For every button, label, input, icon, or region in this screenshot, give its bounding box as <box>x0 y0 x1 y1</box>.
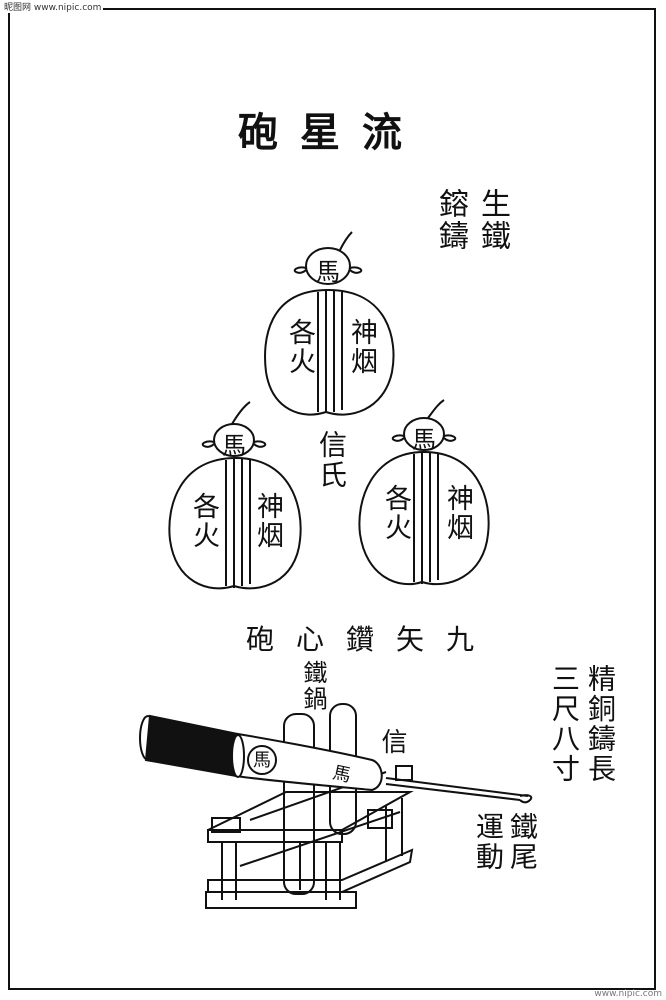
shell-top-left-label: 各火 <box>284 318 315 376</box>
barrel-mark-1: 馬 <box>253 750 271 771</box>
cannon-tail-col1: 鐵尾 <box>506 812 539 872</box>
cannon <box>139 703 533 909</box>
watermark-top: 昵图网 www.nipic.com <box>2 0 104 13</box>
material-note-col2: 鎔鑄 <box>433 188 468 252</box>
cannon-iron-pin-label: 鐵鍋 <box>299 660 327 712</box>
shell-left-cap: 馬 <box>222 432 246 460</box>
shell-top-right-label: 神烟 <box>346 318 377 376</box>
shell-right-left-label: 各火 <box>380 484 411 542</box>
cannon-tail-col2: 運動 <box>472 812 505 872</box>
cannon-spec-col1: 精銅鑄長 <box>584 664 617 784</box>
shell-bottom-right <box>358 399 490 586</box>
shell-right-cap: 馬 <box>412 426 436 454</box>
page-title: 流星砲 <box>238 109 424 156</box>
cannon-fuse-label: 信 <box>377 728 407 756</box>
cannon-spec-col2: 三尺八寸 <box>548 664 581 784</box>
shell-left-left-label: 各火 <box>188 492 219 550</box>
cannon-title: 九矢鑽心砲 <box>246 623 497 656</box>
watermark-bottom: www.nipic.com <box>594 989 662 999</box>
shell-top <box>264 231 395 416</box>
shell-left-right-label: 神烟 <box>252 492 283 550</box>
shell-top-cap: 馬 <box>316 258 340 286</box>
material-note-col1: 生鐵 <box>475 188 510 252</box>
shell-right-right-label: 神烟 <box>442 484 473 542</box>
page-frame <box>8 8 656 990</box>
shell-bottom-left <box>168 401 302 590</box>
fuse-note: 信氏 <box>315 430 348 490</box>
